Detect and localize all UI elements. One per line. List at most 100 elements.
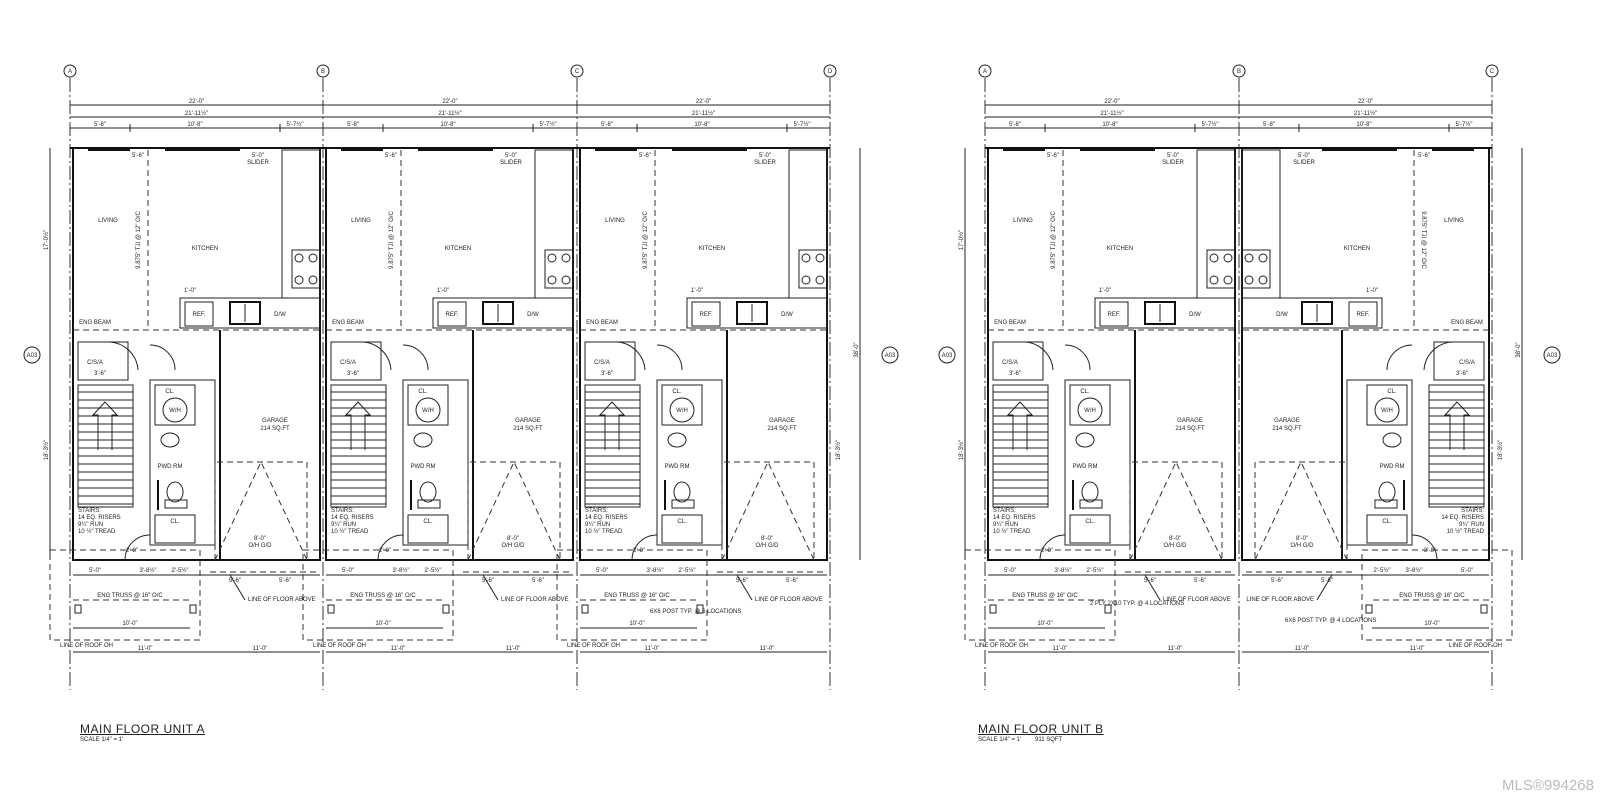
sink-basin — [160, 432, 180, 448]
service-core — [656, 379, 723, 546]
kitchen-sink — [1301, 301, 1333, 325]
service-core — [402, 379, 469, 546]
truss-label: ENG TRUSS @ 16" O/C — [604, 593, 670, 599]
eng-beam-label: ENG BEAM — [1451, 320, 1483, 326]
floor-above-label: LINE OF FLOOR ABOVE — [248, 597, 316, 603]
label: O/H G/D — [1290, 543, 1314, 549]
roof-oh-label: LINE OF ROOF OH — [313, 643, 366, 649]
label: 1'-0" — [1366, 288, 1378, 294]
toilet-tank — [671, 499, 695, 509]
stair-up-arrow-icon — [598, 401, 626, 450]
roof-overhang — [556, 549, 708, 641]
label: 10'-0" — [1037, 621, 1052, 627]
roof-overhang — [302, 549, 454, 641]
garage-area: 214 SQ.FT — [1175, 426, 1205, 432]
label: 5'-0" — [1004, 568, 1016, 574]
label: 5'-6" — [132, 153, 144, 159]
label: 3'-6" — [1009, 371, 1021, 377]
csa-closet — [992, 341, 1044, 381]
refrigerator — [437, 301, 467, 327]
room-label-powder: PWD RM — [411, 464, 436, 470]
stairs-note: 9¼" RUN — [1459, 522, 1484, 528]
fridge-label: REF. — [192, 312, 205, 318]
closet-wh — [661, 384, 703, 426]
label: CL. — [1080, 389, 1090, 395]
label: 5'-6" — [482, 578, 494, 584]
stairs-note: STAIRS: — [585, 508, 608, 514]
garage-door-swing — [1129, 460, 1223, 561]
label: 1'-0" — [437, 288, 449, 294]
truss-label: ENG TRUSS @ 16" O/C — [1012, 593, 1078, 599]
label: C/S/A — [1459, 360, 1475, 366]
label: 2'-8" — [633, 548, 645, 554]
label: 5'-6" — [532, 578, 544, 584]
label: CL. — [672, 389, 682, 395]
door-swing — [109, 341, 139, 371]
room-label-kitchen: KITCHEN — [699, 246, 725, 252]
post — [989, 604, 997, 614]
csa-closet — [1433, 341, 1485, 381]
kitchen-counter — [1094, 297, 1236, 329]
section-marker-icon — [1543, 346, 1561, 364]
stove-burner — [308, 275, 318, 285]
kitchen-sink — [482, 301, 514, 325]
label: 11'-0" — [1168, 646, 1183, 652]
room-label-powder: PWD RM — [1073, 464, 1098, 470]
label: 5'-6" — [1047, 153, 1059, 159]
label: 21'-11½" — [1354, 110, 1377, 117]
ply-note: 2 PLY 2X10 TYP. @ 4 LOCATIONS — [1090, 601, 1184, 607]
label: CL. — [165, 389, 175, 395]
label: 11'-0" — [138, 646, 153, 652]
label: 2'-8" — [126, 548, 138, 554]
eng-beam-label: ENG BEAM — [994, 320, 1026, 326]
door-swing — [616, 341, 646, 371]
kitchen-sink — [229, 301, 261, 325]
eng-beam-label: ENG BEAM — [586, 320, 618, 326]
front-door-swing — [124, 534, 151, 561]
stairs-note: STAIRS: — [78, 508, 101, 514]
garage-door-swing — [1254, 460, 1348, 561]
label: 5'-0" — [759, 153, 771, 159]
floor-above-label: LINE OF FLOOR ABOVE — [755, 597, 823, 603]
plan-title-unit-b: MAIN FLOOR UNIT B — [978, 722, 1104, 736]
fridge-label: REF. — [1356, 312, 1369, 318]
garage-area: 214 SQ.FT — [1272, 426, 1302, 432]
toilet-tank — [1374, 499, 1398, 509]
room-label-powder: PWD RM — [665, 464, 690, 470]
roof-oh-label: LINE OF ROOF OH — [567, 643, 620, 649]
label: 5'-0" — [1167, 153, 1179, 159]
floor-above-label: LINE OF FLOOR ABOVE — [501, 597, 569, 603]
section-label: A03 — [942, 353, 953, 359]
joist-label: 9.875" TJI @ 12" O/C — [136, 211, 142, 269]
label: 8'-0" — [254, 536, 266, 542]
room-label-kitchen: KITCHEN — [1344, 246, 1370, 252]
label: 11'-0" — [506, 646, 521, 652]
stove-burner — [547, 253, 557, 263]
label: SLIDER — [1162, 160, 1184, 166]
post — [74, 604, 82, 614]
label: 5'-6" — [229, 578, 241, 584]
stove-burner — [1209, 253, 1219, 263]
kitchen-side-counter — [281, 149, 321, 299]
label: 10'-8" — [1356, 122, 1371, 128]
label: C/S/A — [594, 360, 610, 366]
label: CL. — [677, 519, 687, 525]
stove-burner — [294, 275, 304, 285]
closet-lower — [1366, 514, 1408, 544]
service-core — [1064, 379, 1131, 546]
unit-wall — [579, 147, 828, 561]
label: 11'-0" — [645, 646, 660, 652]
room-label-living: LIVING — [1013, 218, 1033, 224]
eng-beam-label: ENG BEAM — [332, 320, 364, 326]
water-heater — [162, 397, 188, 423]
label: W/H — [676, 408, 688, 414]
label: 3'-8½" — [393, 567, 410, 574]
door-swing — [1423, 341, 1453, 371]
front-door-swing — [377, 534, 404, 561]
stairs-note: 9¼" RUN — [993, 522, 1018, 528]
stove-burner — [815, 253, 825, 263]
entry-door-swing — [1064, 344, 1091, 371]
post — [1480, 604, 1488, 614]
stairs — [992, 384, 1049, 508]
stairs-note: STAIRS: — [331, 508, 354, 514]
